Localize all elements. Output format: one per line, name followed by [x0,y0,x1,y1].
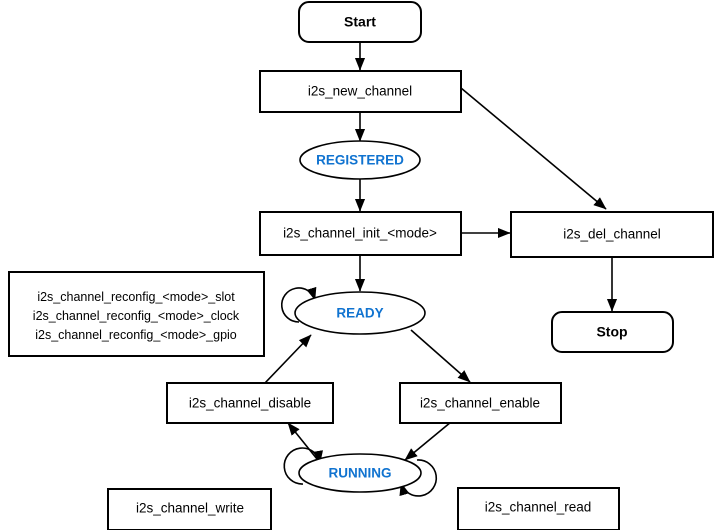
edge-channel-disable-to-ready [264,334,312,384]
start-label: Start [344,14,376,30]
node-start[interactable]: Start [298,1,422,43]
edges-layer [264,42,618,497]
node-del-channel[interactable]: i2s_del_channel [510,211,714,258]
ready-label: READY [336,306,383,321]
channel-enable-label: i2s_channel_enable [420,396,540,411]
node-stop[interactable]: Stop [551,311,674,353]
edge-running-to-channel-disable [287,422,318,460]
reconfig-line-3: i2s_channel_reconfig_<mode>_gpio [35,328,237,342]
channel-read-shape [457,487,620,530]
channel-write-label: i2s_channel_write [136,501,244,516]
edge-running-self-loop-read [399,459,438,497]
node-registered[interactable]: REGISTERED [299,140,421,180]
node-new-channel[interactable]: i2s_new_channel [259,70,462,113]
node-channel-disable[interactable]: i2s_channel_disable [166,382,334,424]
registered-shape [299,140,421,180]
channel-disable-label: i2s_channel_disable [189,396,311,411]
channel-init-shape [259,211,462,256]
start-shape [298,1,422,43]
running-shape [298,453,422,493]
registered-label: REGISTERED [316,153,404,168]
del-channel-shape [510,211,714,258]
stop-shape [551,311,674,353]
node-reconfig-note[interactable]: i2s_channel_reconfig_<mode>_slot i2s_cha… [8,271,265,357]
node-ready[interactable]: READY [294,291,426,335]
del-channel-label: i2s_del_channel [563,227,661,242]
channel-read-label: i2s_channel_read [485,500,592,515]
channel-write-shape [107,488,272,530]
edge-running-self-loop-write [283,447,323,485]
node-channel-read[interactable]: i2s_channel_read [457,487,620,530]
channel-disable-shape [166,382,334,424]
edge-ready-self-loop-reconfig [280,286,317,323]
edge-channel-enable-to-running [404,421,452,461]
new-channel-shape [259,70,462,113]
stop-label: Stop [596,324,627,340]
node-channel-write[interactable]: i2s_channel_write [107,488,272,530]
new-channel-label: i2s_new_channel [308,84,412,99]
reconfig-line-2: i2s_channel_reconfig_<mode>_clock [33,309,240,323]
node-running[interactable]: RUNNING [298,453,422,493]
channel-enable-shape [399,382,562,424]
node-channel-init[interactable]: i2s_channel_init_<mode> [259,211,462,256]
running-label: RUNNING [329,466,392,481]
reconfig-line-1: i2s_channel_reconfig_<mode>_slot [37,290,235,304]
channel-init-label: i2s_channel_init_<mode> [283,226,437,241]
node-channel-enable[interactable]: i2s_channel_enable [399,382,562,424]
reconfig-shape [8,271,265,357]
ready-shape [294,291,426,335]
edge-new-channel-to-del-channel [460,87,607,210]
edge-ready-to-channel-enable [410,329,471,383]
